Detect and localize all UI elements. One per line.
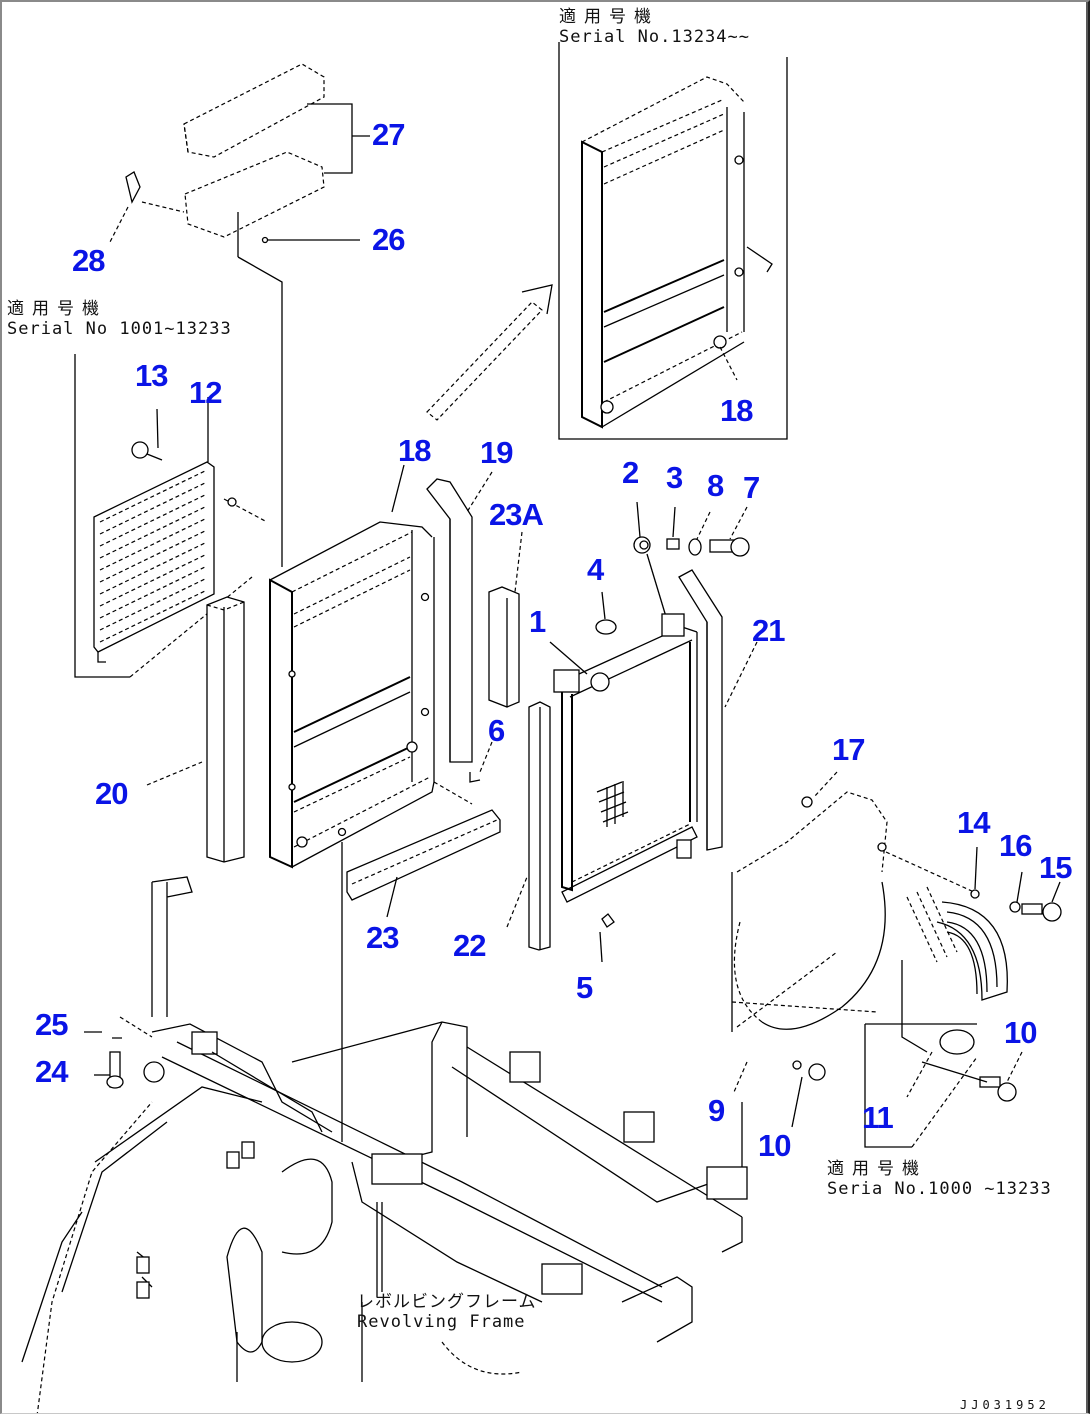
part-27-pads <box>183 63 370 238</box>
parts-24-25-bolts <box>84 876 193 1089</box>
callout-18[interactable]: 18 <box>398 433 431 468</box>
callout-5[interactable]: 5 <box>576 970 593 1005</box>
part-18-frame <box>269 464 473 1142</box>
callout-6[interactable]: 6 <box>488 713 505 748</box>
note-serial: Serial No.13234~~ <box>559 27 750 47</box>
part-23a-block <box>488 531 523 708</box>
part-13-bolt <box>131 408 163 461</box>
callout-19[interactable]: 19 <box>480 435 513 470</box>
callout-22[interactable]: 22 <box>453 928 486 963</box>
applicability-note-left: 適用号機 Serial No 1001~13233 <box>7 299 232 339</box>
note-japanese: 適用号機 <box>7 299 107 319</box>
hardware-2-3-8-7 <box>633 501 750 621</box>
part-4-cap <box>595 591 617 635</box>
callout-15[interactable]: 15 <box>1039 850 1072 885</box>
callout-20[interactable]: 20 <box>95 776 128 811</box>
document-id: JJ031952 <box>960 1398 1050 1412</box>
frame-label-english: Revolving Frame <box>357 1312 526 1332</box>
part-16-15-hardware <box>1009 871 1062 922</box>
callout-14[interactable]: 14 <box>957 805 990 840</box>
part-11-bracket <box>864 960 978 1148</box>
callout-13[interactable]: 13 <box>135 358 168 393</box>
callout-10-bottom[interactable]: 10 <box>758 1128 791 1163</box>
callout-28[interactable]: 28 <box>72 243 105 278</box>
part-9-fan-shroud <box>731 771 975 1093</box>
note-serial: Serial No 1001~13233 <box>7 319 232 339</box>
part-26-bracket <box>237 212 360 567</box>
callout-12[interactable]: 12 <box>189 375 222 410</box>
callout-26[interactable]: 26 <box>372 222 405 257</box>
callout-11[interactable]: 11 <box>862 1100 894 1135</box>
callout-21[interactable]: 21 <box>752 613 785 648</box>
applicability-note-bottom-right: 適用号機 Seria No.1000 ~13233 <box>827 1159 1052 1199</box>
callout-23[interactable]: 23 <box>366 920 399 955</box>
part-1-radiator <box>549 613 698 963</box>
callout-10-right[interactable]: 10 <box>1004 1015 1037 1050</box>
applicability-note-top-right: 適用号機 Serial No.13234~~ <box>559 7 750 47</box>
part-23-seal <box>346 809 501 918</box>
revolving-frame-label: レボルビングフレーム Revolving Frame <box>357 1292 537 1332</box>
part-19-seal <box>426 471 493 763</box>
part-6-clip <box>469 741 493 783</box>
callout-27[interactable]: 27 <box>372 117 405 152</box>
inset-frame-box <box>558 42 788 440</box>
note-japanese: 適用号機 <box>559 7 659 27</box>
callout-9[interactable]: 9 <box>708 1093 725 1128</box>
callout-25[interactable]: 25 <box>35 1007 68 1042</box>
callout-1[interactable]: 1 <box>529 604 546 639</box>
part-20-seal <box>146 596 245 863</box>
callout-2[interactable]: 2 <box>622 455 639 490</box>
callout-18-inset[interactable]: 18 <box>720 393 753 428</box>
part-21-seal <box>678 569 758 851</box>
callout-8[interactable]: 8 <box>707 468 724 503</box>
part-14-fan-guard <box>906 846 1008 1001</box>
callout-3[interactable]: 3 <box>666 460 683 495</box>
callout-23a[interactable]: 23A <box>489 497 544 532</box>
callout-17[interactable]: 17 <box>832 732 865 767</box>
part-12-oil-cooler <box>93 397 268 663</box>
note-japanese: 適用号機 <box>827 1159 927 1179</box>
frame-label-japanese: レボルビングフレーム <box>357 1292 537 1312</box>
callout-16[interactable]: 16 <box>999 828 1032 863</box>
revolving-frame <box>21 1021 748 1413</box>
callout-24[interactable]: 24 <box>35 1054 68 1089</box>
part-22-seal <box>506 701 551 951</box>
part-28-bolt <box>109 171 185 243</box>
callout-4[interactable]: 4 <box>587 552 604 587</box>
note-serial: Seria No.1000 ~13233 <box>827 1179 1052 1199</box>
callout-7[interactable]: 7 <box>743 470 760 505</box>
part-10-bolts <box>791 1051 1023 1128</box>
arrow-to-inset <box>426 284 553 421</box>
note-left-frame <box>74 354 253 678</box>
